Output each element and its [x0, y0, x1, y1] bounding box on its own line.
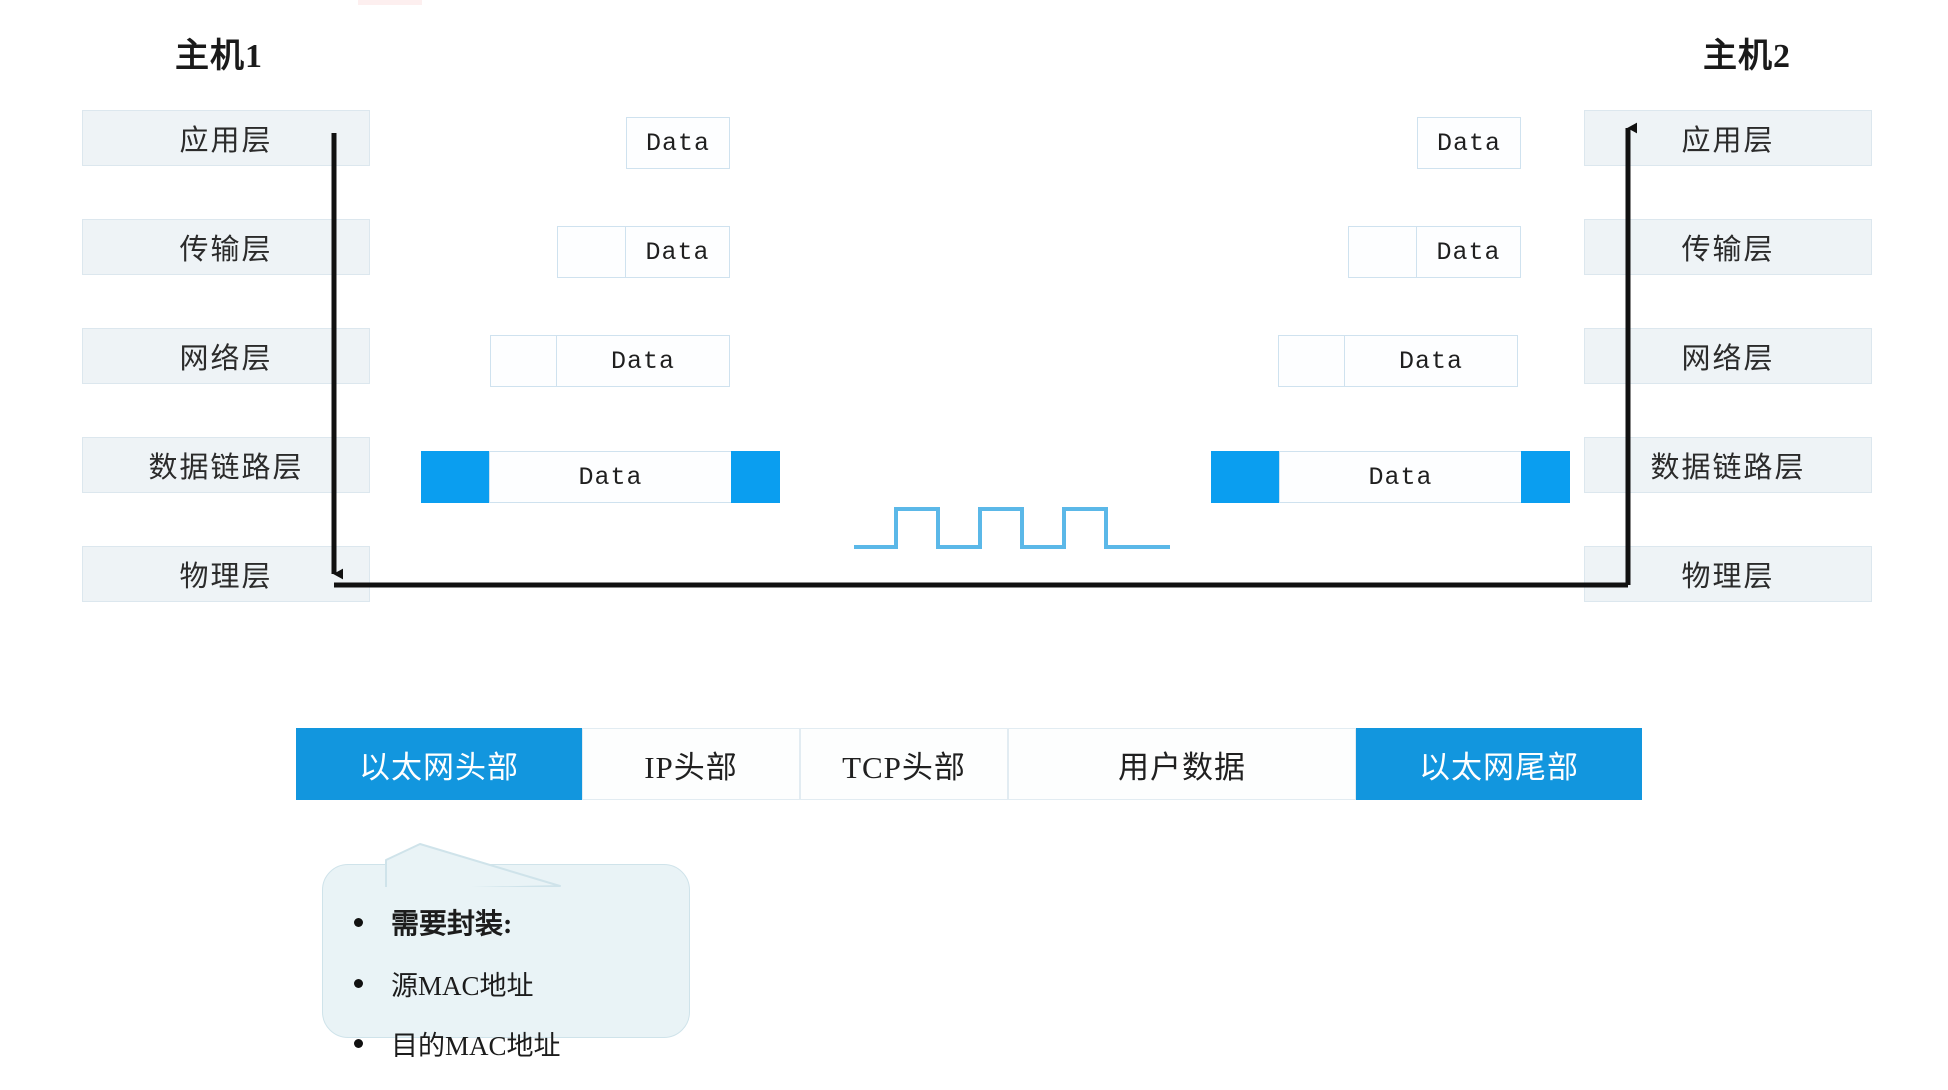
- frame-segment-ethernet-trailer[interactable]: 以太网尾部: [1356, 728, 1642, 800]
- callout-text: 源MAC地址: [391, 971, 534, 1001]
- layer-label: 应用层: [1681, 125, 1775, 157]
- callout-line-1: 源MAC地址: [354, 964, 534, 1003]
- frame-segment-ethernet-header[interactable]: 以太网头部: [296, 728, 582, 800]
- frame-segment-tcp-header[interactable]: TCP头部: [800, 728, 1008, 800]
- pdu-data-segment: Data: [489, 451, 732, 503]
- pdu-data-segment: Data: [1417, 117, 1521, 169]
- left-pdu-transport: Data: [557, 226, 730, 278]
- pdu-data-segment: Data: [1416, 226, 1521, 278]
- left-pdu-datalink: Data: [421, 451, 780, 503]
- right-layer-physical[interactable]: 物理层: [1584, 546, 1872, 602]
- pdu-ethernet-header-block: [1211, 451, 1280, 503]
- encapsulation-callout: 需要封装: 源MAC地址 目的MAC地址: [322, 842, 690, 1061]
- pdu-data-segment: Data: [1344, 335, 1518, 387]
- pdu-ethernet-header-block: [421, 451, 490, 503]
- left-layer-datalink[interactable]: 数据链路层: [82, 437, 370, 493]
- right-pdu-datalink: Data: [1211, 451, 1570, 503]
- layer-label: 传输层: [179, 234, 273, 266]
- right-layer-application[interactable]: 应用层: [1584, 110, 1872, 166]
- right-layer-network[interactable]: 网络层: [1584, 328, 1872, 384]
- callout-body: [322, 864, 690, 1038]
- left-layer-application[interactable]: 应用层: [82, 110, 370, 166]
- pdu-header-segment: [490, 335, 557, 387]
- frame-segment-user-data[interactable]: 用户数据: [1008, 728, 1356, 800]
- ethernet-frame-structure-bar: 以太网头部 IP头部 TCP头部 用户数据 以太网尾部: [296, 728, 1642, 800]
- pdu-header-segment: [1278, 335, 1345, 387]
- right-pdu-application: Data: [1417, 117, 1521, 169]
- layer-label: 传输层: [1681, 234, 1775, 266]
- top-edge-artifact: [358, 0, 422, 5]
- pdu-data-segment: Data: [1279, 451, 1522, 503]
- layer-label: 网络层: [179, 343, 273, 375]
- right-pdu-transport: Data: [1348, 226, 1521, 278]
- bullet-icon: [354, 979, 363, 988]
- layer-label: 应用层: [179, 125, 273, 157]
- callout-line-0: 需要封装:: [354, 902, 512, 942]
- callout-text: 目的MAC地址: [391, 1031, 561, 1061]
- layer-label: 物理层: [179, 561, 273, 593]
- pdu-ethernet-trailer-block: [1521, 451, 1570, 503]
- left-pdu-network: Data: [490, 335, 730, 387]
- layer-label: 数据链路层: [148, 452, 304, 484]
- host1-title: 主机1: [175, 38, 263, 75]
- left-layer-transport[interactable]: 传输层: [82, 219, 370, 275]
- square-wave-signal-icon: [854, 507, 1170, 549]
- pdu-ethernet-trailer-block: [731, 451, 780, 503]
- layer-label: 数据链路层: [1650, 452, 1806, 484]
- pdu-header-segment: [557, 226, 626, 278]
- pdu-data-segment: Data: [625, 226, 730, 278]
- left-layer-network[interactable]: 网络层: [82, 328, 370, 384]
- left-pdu-application: Data: [626, 117, 730, 169]
- callout-tail-pointer: [384, 843, 562, 892]
- layer-label: 物理层: [1681, 561, 1775, 593]
- callout-text: 需要封装:: [391, 909, 513, 940]
- pdu-data-segment: Data: [626, 117, 730, 169]
- pdu-header-segment: [1348, 226, 1417, 278]
- left-layer-physical[interactable]: 物理层: [82, 546, 370, 602]
- host2-title: 主机2: [1703, 38, 1791, 75]
- bullet-icon: [354, 917, 363, 927]
- layer-label: 网络层: [1681, 343, 1775, 375]
- pdu-data-segment: Data: [556, 335, 730, 387]
- right-pdu-network: Data: [1278, 335, 1518, 387]
- right-layer-transport[interactable]: 传输层: [1584, 219, 1872, 275]
- callout-line-2: 目的MAC地址: [354, 1024, 561, 1063]
- bullet-icon: [354, 1039, 363, 1048]
- frame-segment-ip-header[interactable]: IP头部: [582, 728, 800, 800]
- right-layer-datalink[interactable]: 数据链路层: [1584, 437, 1872, 493]
